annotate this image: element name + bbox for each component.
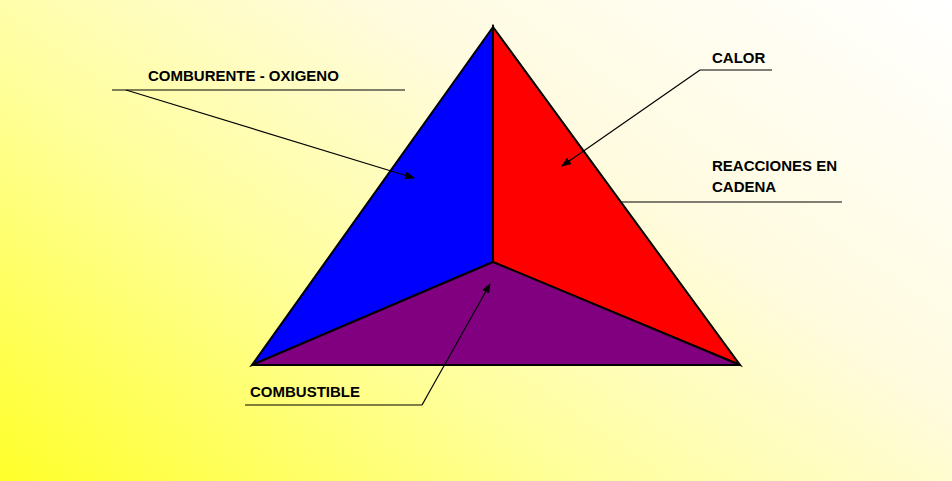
fuel-face	[252, 262, 740, 365]
leader-line	[422, 284, 490, 405]
underline	[621, 201, 842, 202]
underline	[245, 404, 422, 405]
underline	[700, 69, 772, 70]
oxidizer-label: COMBURENTE - OXIGENO	[148, 65, 339, 86]
fuel-label: COMBUSTIBLE	[250, 381, 360, 402]
heat-label: CALOR	[712, 47, 765, 68]
leader-line	[126, 90, 414, 178]
chain-reaction-label: REACCIONES EN CADENA	[712, 155, 840, 197]
underline	[112, 89, 405, 90]
edge-line	[492, 27, 494, 262]
leader-line	[562, 70, 700, 166]
